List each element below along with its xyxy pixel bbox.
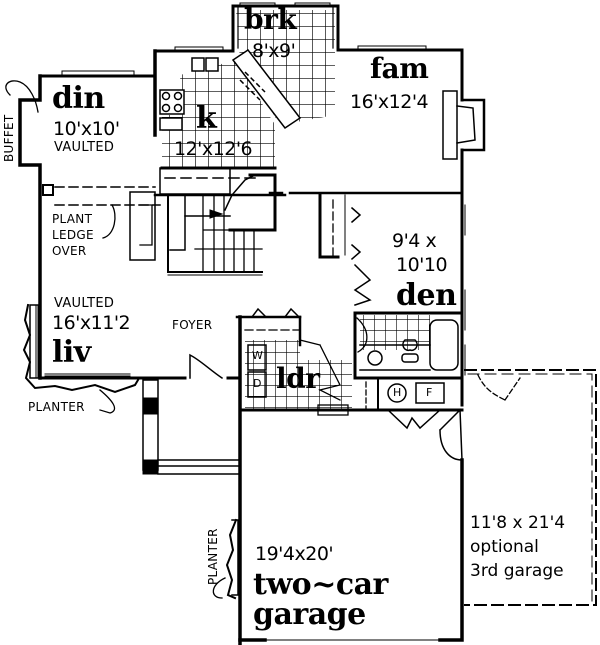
room-label-din: din	[52, 81, 105, 116]
bath-tile-floor	[360, 315, 430, 350]
planter-label-garage: PLANTER	[206, 528, 220, 585]
plant-ledge-label-2: LEDGE	[52, 228, 94, 242]
room-label-ldr: ldr	[276, 362, 320, 395]
foyer-label: FOYER	[172, 318, 213, 332]
room-dims-k: 12'x12'6	[174, 138, 253, 160]
room-note-din: VAULTED	[54, 140, 115, 155]
room-label-brk: brk	[244, 3, 297, 36]
room-dims-din: 10'x10'	[53, 118, 120, 140]
room-label-k: k	[196, 101, 217, 136]
buffet-label: BUFFET	[2, 114, 16, 162]
room-note-liv: VAULTED	[54, 296, 115, 311]
room-label-garage-2: garage	[253, 597, 366, 632]
optional-garage-label-2: 3rd garage	[470, 561, 564, 581]
room-dims-den-1: 9'4 x	[392, 230, 437, 252]
planter-label-front: PLANTER	[28, 400, 85, 414]
plant-ledge-label-3: OVER	[52, 244, 87, 258]
dryer-label: D	[253, 377, 262, 390]
room-dims-fam: 16'x12'4	[350, 91, 429, 113]
furnace-label: F	[426, 386, 433, 399]
water-heater-label: H	[393, 386, 402, 399]
room-label-garage-1: two~car	[253, 567, 388, 602]
room-label-liv: liv	[52, 335, 91, 370]
room-dims-liv: 16'x11'2	[52, 312, 131, 334]
kitchen-fixtures	[159, 48, 302, 195]
room-dims-garage: 19'4x20'	[255, 543, 334, 565]
washer-label: W	[252, 349, 264, 362]
plant-ledge-label-1: PLANT	[52, 212, 93, 226]
optional-garage-dims: 11'8 x 21'4	[470, 513, 566, 533]
optional-garage-label-1: optional	[470, 537, 539, 557]
room-label-fam: fam	[370, 52, 429, 85]
room-dims-brk: 8'x9'	[252, 40, 296, 62]
room-dims-den-2: 10'10	[396, 254, 448, 276]
room-label-den: den	[396, 278, 457, 313]
